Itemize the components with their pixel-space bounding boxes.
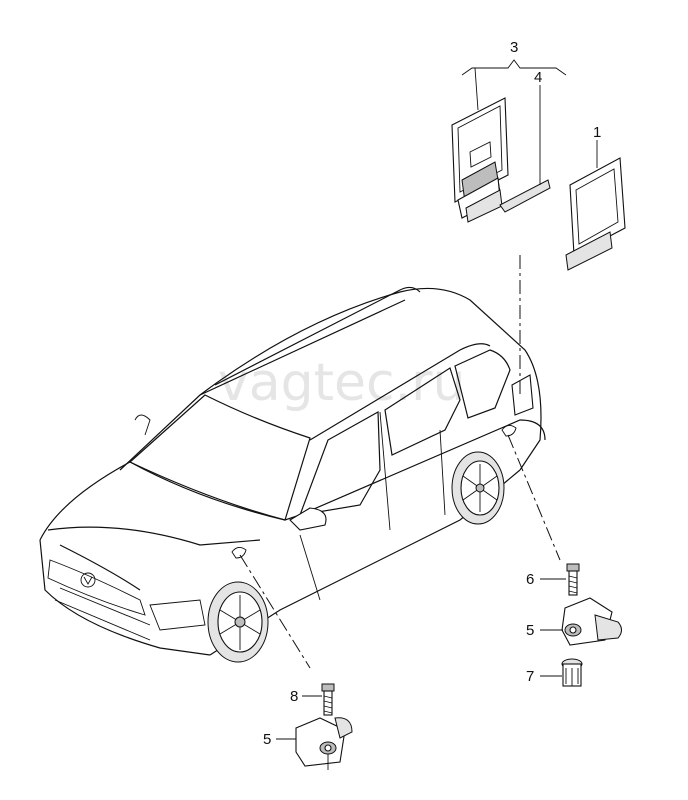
car-illustration	[39, 286, 546, 663]
watermark: vagtec.ru	[218, 353, 465, 413]
callout-5-right: 5	[526, 622, 534, 639]
callout-leaders	[276, 59, 598, 740]
part-5-sensor-left	[295, 717, 353, 770]
part-1-control-unit	[565, 157, 626, 271]
part-6-bolt	[566, 563, 580, 596]
callout-8: 8	[290, 688, 298, 705]
callout-1: 1	[593, 124, 601, 141]
part-5-sensor-right	[561, 597, 622, 646]
callout-6: 6	[526, 571, 534, 588]
callout-3: 3	[510, 39, 518, 56]
part-7-nut	[561, 658, 583, 687]
part-3-control-unit-assembly	[451, 97, 509, 223]
part-8-bolt	[321, 683, 335, 716]
callout-7: 7	[526, 668, 534, 685]
callout-5-left: 5	[263, 731, 271, 748]
leader-rear-sensor	[507, 434, 561, 561]
leader-front-sensor	[239, 554, 311, 669]
part-4-strip	[499, 179, 551, 213]
callout-4: 4	[534, 69, 542, 86]
